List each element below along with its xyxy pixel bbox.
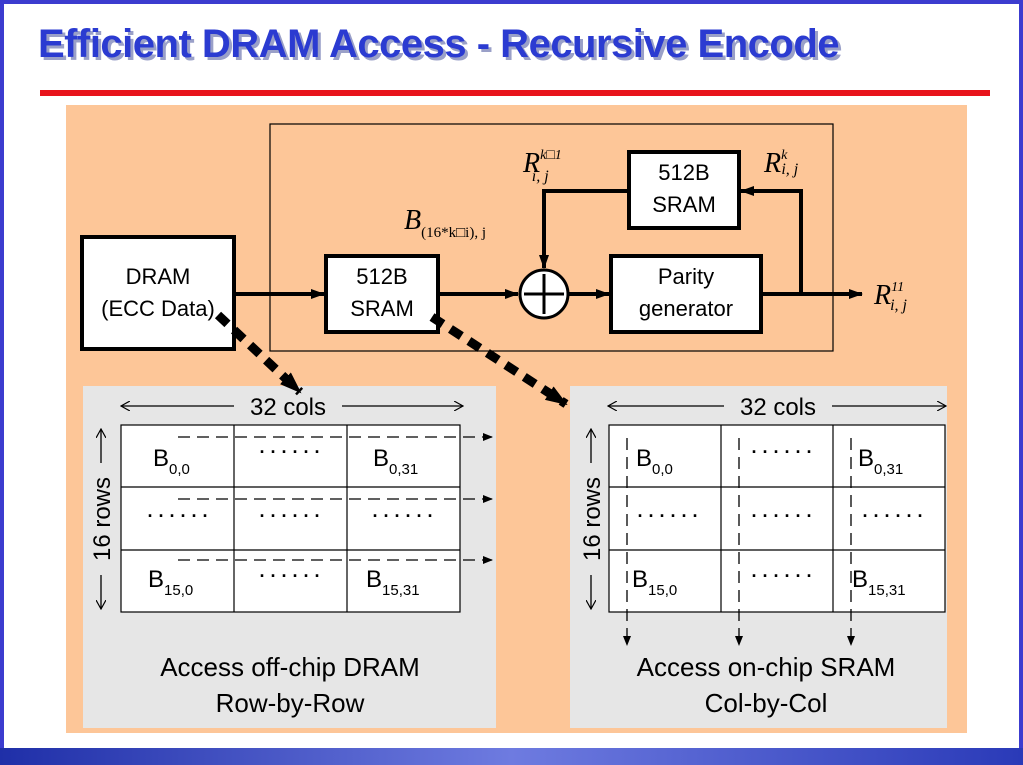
right-cell-r2c2: B15,31 — [852, 566, 906, 599]
right-cols-label: 32 cols — [740, 394, 816, 421]
callout-arrow-sram-to-right-grid — [429, 313, 569, 408]
left-cell-r2c1: · · · · · · — [260, 566, 321, 586]
right-cell-r1c1: · · · · · · — [752, 506, 813, 526]
left-cell-r1c2: · · · · · · — [373, 506, 434, 526]
right-rows-label: 16 rows — [579, 477, 606, 561]
right-cell-r2c1: · · · · · · — [752, 566, 813, 586]
dram-label-line2: (ECC Data) — [101, 296, 215, 321]
feedback-sram-line1: 512B — [658, 160, 709, 185]
right-grid-panel: 32 cols 16 rows B0,0 · · · · · · B0,31 ·… — [570, 386, 947, 728]
left-cell-r1c1: · · · · · · — [260, 506, 321, 526]
right-caption-line2: Col-by-Col — [705, 688, 828, 718]
input-sram-line2: SRAM — [350, 296, 414, 321]
right-cell-r2c0: B15,0 — [632, 566, 677, 599]
frame-left — [0, 0, 4, 765]
left-cell-r2c0: B15,0 — [148, 566, 193, 599]
feedback-sram-box: 512B SRAM — [627, 150, 741, 230]
parity-line2: generator — [639, 296, 733, 321]
input-sram-box: 512B SRAM — [324, 254, 440, 334]
dram-label-line1: DRAM — [126, 264, 191, 289]
input-sram-line1: 512B — [356, 264, 407, 289]
pipeline-enclosure — [269, 123, 834, 352]
right-cell-r0c1: · · · · · · — [752, 442, 813, 462]
frame-right — [1019, 0, 1023, 765]
xor-adder — [518, 268, 570, 320]
left-cell-r0c0: B0,0 — [153, 445, 190, 478]
right-grid — [608, 424, 946, 613]
right-cell-r1c0: · · · · · · — [638, 506, 699, 526]
right-caption-line1: Access on-chip SRAM — [637, 652, 896, 682]
left-grid — [120, 424, 461, 613]
left-caption-line2: Row-by-Row — [216, 688, 365, 718]
right-cell-r0c0: B0,0 — [636, 445, 673, 478]
arrow-feedback-sram-to-adder — [539, 189, 629, 269]
left-rows-label: 16 rows — [89, 477, 116, 561]
left-cols-label: 32 cols — [250, 394, 326, 421]
parity-line1: Parity — [658, 264, 714, 289]
footer-bar — [0, 748, 1023, 765]
left-cell-r0c2: B0,31 — [373, 445, 418, 478]
dram-box: DRAM (ECC Data) — [80, 235, 236, 351]
frame-top — [0, 0, 1023, 4]
right-cell-r0c2: B0,31 — [858, 445, 903, 478]
left-cell-r1c0: · · · · · · — [148, 506, 209, 526]
arrow-parity-to-feedback-sram — [740, 186, 803, 294]
right-cell-r1c2: · · · · · · — [863, 506, 924, 526]
label-b-input: B(16*k□i), j — [404, 205, 486, 241]
left-cell-r2c2: B15,31 — [366, 566, 420, 599]
title-underline — [40, 90, 990, 96]
callout-arrow-dram-to-left-grid — [214, 311, 304, 396]
parity-generator-box: Parity generator — [609, 254, 763, 334]
left-caption-line1: Access off-chip DRAM — [160, 652, 420, 682]
left-grid-panel: 32 cols 16 rows B0,0 · · · · · · B0,31 ·… — [83, 386, 496, 728]
feedback-sram-line2: SRAM — [652, 192, 716, 217]
left-cell-r0c1: · · · · · · — [260, 442, 321, 462]
slide-title: Efficient DRAM Access - Recursive Encode — [38, 22, 840, 66]
